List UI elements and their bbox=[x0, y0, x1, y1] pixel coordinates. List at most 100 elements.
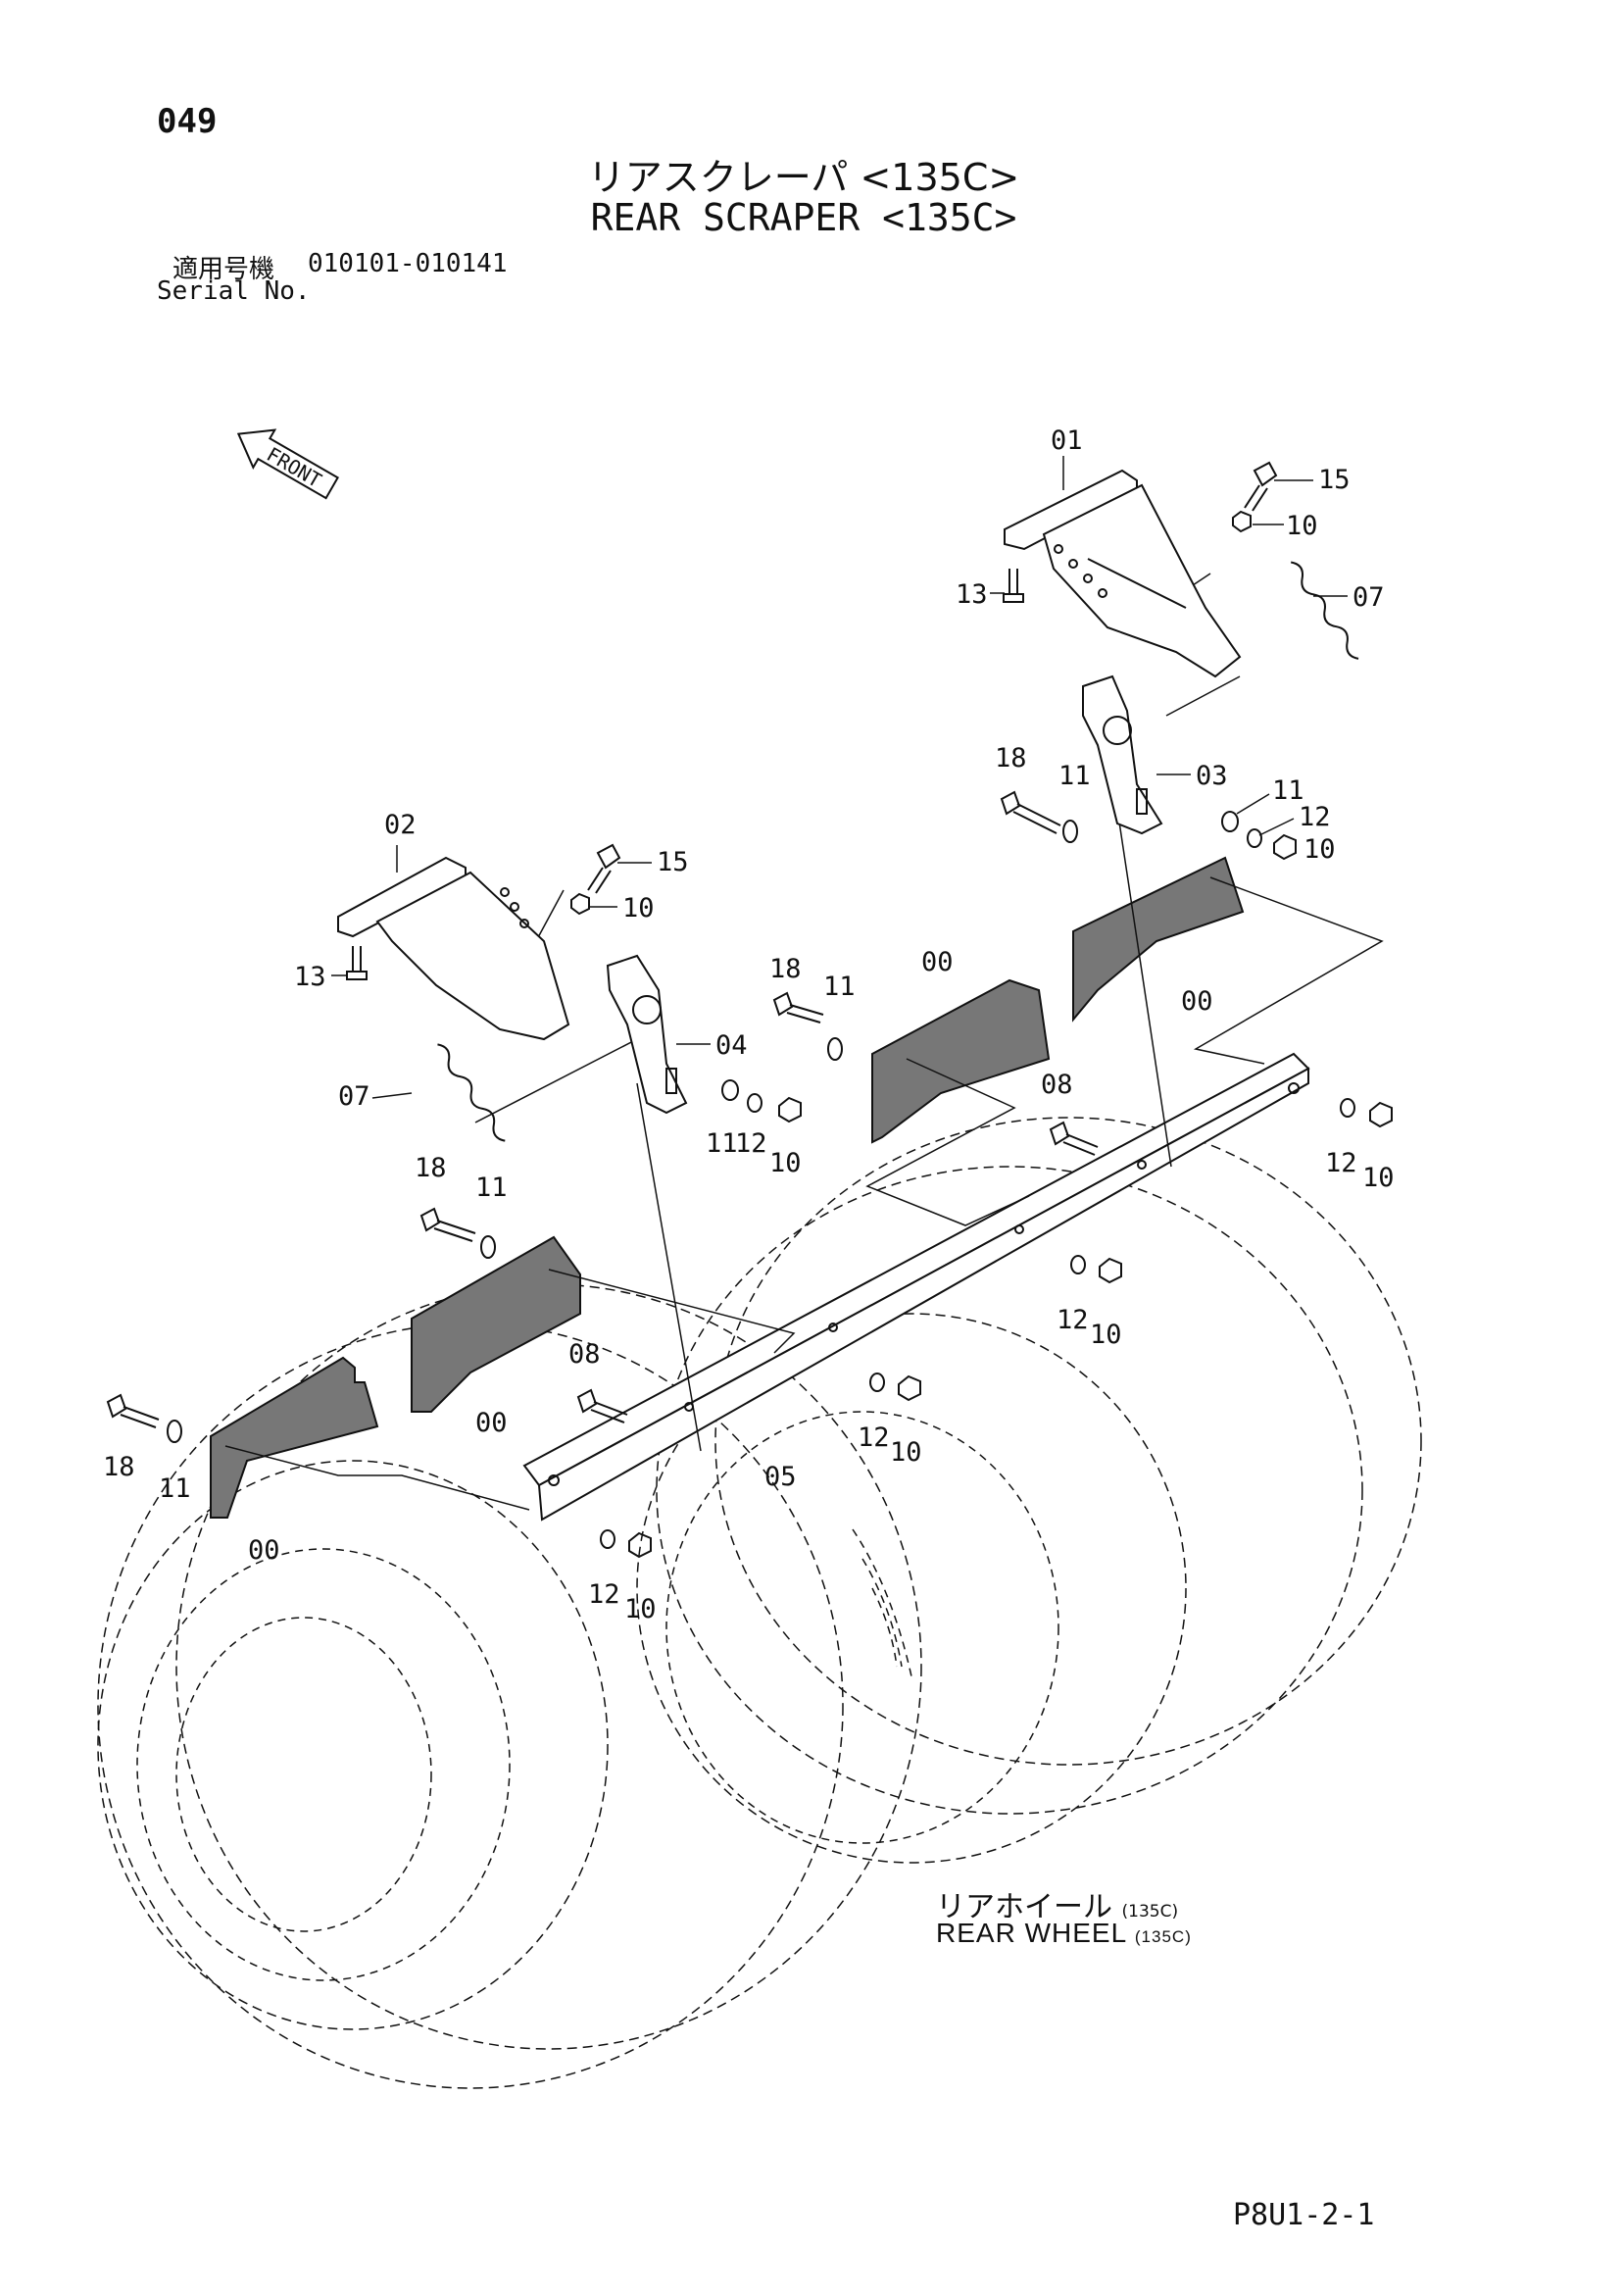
label-10-e: 10 bbox=[1362, 1163, 1395, 1193]
label-leaders bbox=[331, 456, 1348, 1099]
nut-10-d bbox=[778, 1096, 802, 1123]
label-18-d: 18 bbox=[103, 1452, 135, 1482]
label-00-b: 00 bbox=[1181, 986, 1213, 1017]
label-12-f: 12 bbox=[588, 1579, 620, 1610]
label-08-a: 08 bbox=[1041, 1070, 1073, 1100]
title-japanese: リアスクレーパ <135C> bbox=[587, 156, 1020, 199]
bracket-02 bbox=[337, 856, 570, 1041]
bolt-18-left-lower bbox=[106, 1393, 160, 1428]
spring-washer-12-e bbox=[869, 1373, 885, 1392]
nut-10-g bbox=[898, 1374, 921, 1402]
label-13-right: 13 bbox=[956, 579, 988, 610]
crossbar-05 bbox=[522, 1052, 1310, 1522]
nut-10-a bbox=[1232, 510, 1252, 533]
hardware-fasteners bbox=[106, 461, 1393, 1559]
label-00-d: 00 bbox=[248, 1535, 280, 1566]
label-00-a: 00 bbox=[921, 947, 954, 977]
label-15-left: 15 bbox=[657, 847, 689, 877]
label-12-c: 12 bbox=[1325, 1148, 1357, 1178]
serial-range: 010101-010141 bbox=[308, 249, 508, 278]
label-11-f: 11 bbox=[159, 1473, 191, 1504]
label-11-a: 11 bbox=[1058, 761, 1091, 791]
part-labels: 01 15 10 13 07 18 11 03 11 12 10 02 15 1… bbox=[103, 425, 1395, 1624]
bolt-18-middle bbox=[772, 991, 824, 1023]
scraper-blade-rear-left bbox=[411, 1235, 581, 1413]
page-number: 049 bbox=[157, 102, 218, 141]
label-18-b: 18 bbox=[769, 954, 802, 984]
rear-wheel-en-tag: (135C) bbox=[1134, 1927, 1192, 1946]
rear-wheel-note-english: REAR WHEEL (135C) bbox=[936, 1918, 1192, 1949]
label-07-left: 07 bbox=[338, 1081, 370, 1112]
bolt-18-right bbox=[1000, 790, 1061, 834]
spring-washer-12-d bbox=[1070, 1255, 1086, 1274]
label-07-right: 07 bbox=[1352, 582, 1385, 613]
label-01: 01 bbox=[1051, 425, 1083, 456]
spring-washer-12-c bbox=[1340, 1098, 1355, 1118]
spring-right-07 bbox=[1290, 561, 1359, 660]
nut-10-b bbox=[1273, 833, 1297, 861]
washer-11-a bbox=[1062, 820, 1078, 843]
rear-wheel-jp-tag: (135C) bbox=[1121, 1902, 1179, 1922]
label-12-a: 12 bbox=[1299, 802, 1331, 832]
label-05: 05 bbox=[764, 1462, 797, 1492]
bolt-15-right bbox=[1244, 461, 1278, 512]
title-english: REAR SCRAPER <135C> bbox=[590, 196, 1017, 239]
bracket-01 bbox=[1004, 469, 1242, 678]
washer-11-d bbox=[721, 1079, 739, 1101]
front-arrow-label: FRONT bbox=[263, 442, 325, 492]
label-12-d: 12 bbox=[1057, 1305, 1089, 1335]
label-11-e: 11 bbox=[475, 1173, 508, 1203]
label-10-c: 10 bbox=[622, 893, 655, 923]
rear-wheel-en-text: REAR WHEEL bbox=[936, 1918, 1127, 1948]
front-arrow-icon: FRONT bbox=[236, 428, 339, 500]
assembly-lines bbox=[224, 573, 1384, 1511]
label-10-a: 10 bbox=[1286, 511, 1318, 541]
scraper-blade-front-left bbox=[210, 1356, 379, 1519]
arm-04 bbox=[606, 954, 688, 1115]
bolt-15-left bbox=[587, 843, 621, 894]
label-11-b: 11 bbox=[1272, 775, 1304, 806]
spring-left-07 bbox=[437, 1043, 506, 1142]
label-10-b: 10 bbox=[1303, 834, 1336, 865]
arm-03 bbox=[1082, 674, 1163, 835]
label-15-right: 15 bbox=[1318, 465, 1351, 495]
label-12-e: 12 bbox=[858, 1423, 890, 1453]
label-08-b: 08 bbox=[568, 1339, 601, 1370]
spring-washer-12-f bbox=[600, 1529, 615, 1549]
washer-11-c bbox=[827, 1037, 843, 1061]
rear-wheel-note-japanese: リアホイール (135C) bbox=[936, 1882, 1178, 1925]
scraper-blade-front-right bbox=[871, 978, 1051, 1144]
label-11-d: 11 bbox=[706, 1128, 738, 1159]
label-18-c: 18 bbox=[415, 1153, 447, 1183]
bolt-08-right bbox=[1049, 1121, 1099, 1156]
spring-washer-12-a bbox=[1247, 828, 1262, 848]
label-10-d: 10 bbox=[769, 1148, 802, 1178]
serial-label-english: Serial No. bbox=[157, 276, 311, 306]
spring-washer-12-b bbox=[747, 1093, 762, 1113]
label-02: 02 bbox=[384, 810, 417, 840]
bolt-13-right bbox=[1003, 569, 1024, 603]
rear-wheel-illustration bbox=[97, 1117, 1422, 2089]
scraper-blade-rear-right bbox=[1072, 856, 1245, 1023]
nut-10-f bbox=[1099, 1257, 1122, 1284]
label-10-f: 10 bbox=[1090, 1320, 1122, 1350]
rear-wheel-jp-text: リアホイール bbox=[936, 1890, 1112, 1924]
label-12-b: 12 bbox=[735, 1128, 767, 1159]
bolt-13-left bbox=[346, 946, 368, 980]
washer-11-f bbox=[167, 1420, 182, 1443]
label-00-c: 00 bbox=[475, 1408, 508, 1438]
washer-11-e bbox=[480, 1235, 496, 1259]
label-10-h: 10 bbox=[624, 1594, 657, 1624]
label-10-g: 10 bbox=[890, 1437, 922, 1468]
bolt-08-left bbox=[576, 1388, 628, 1423]
label-13-left: 13 bbox=[294, 962, 326, 992]
bolt-18-left-upper bbox=[419, 1207, 476, 1242]
label-04: 04 bbox=[715, 1030, 748, 1061]
drawing-code: P8U1-2-1 bbox=[1233, 2198, 1375, 2232]
label-11-c: 11 bbox=[823, 972, 856, 1002]
serial-label-japanese: 適用号機 bbox=[172, 255, 275, 284]
nut-10-h bbox=[628, 1531, 652, 1559]
label-03: 03 bbox=[1196, 761, 1228, 791]
washer-11-b bbox=[1221, 811, 1239, 832]
